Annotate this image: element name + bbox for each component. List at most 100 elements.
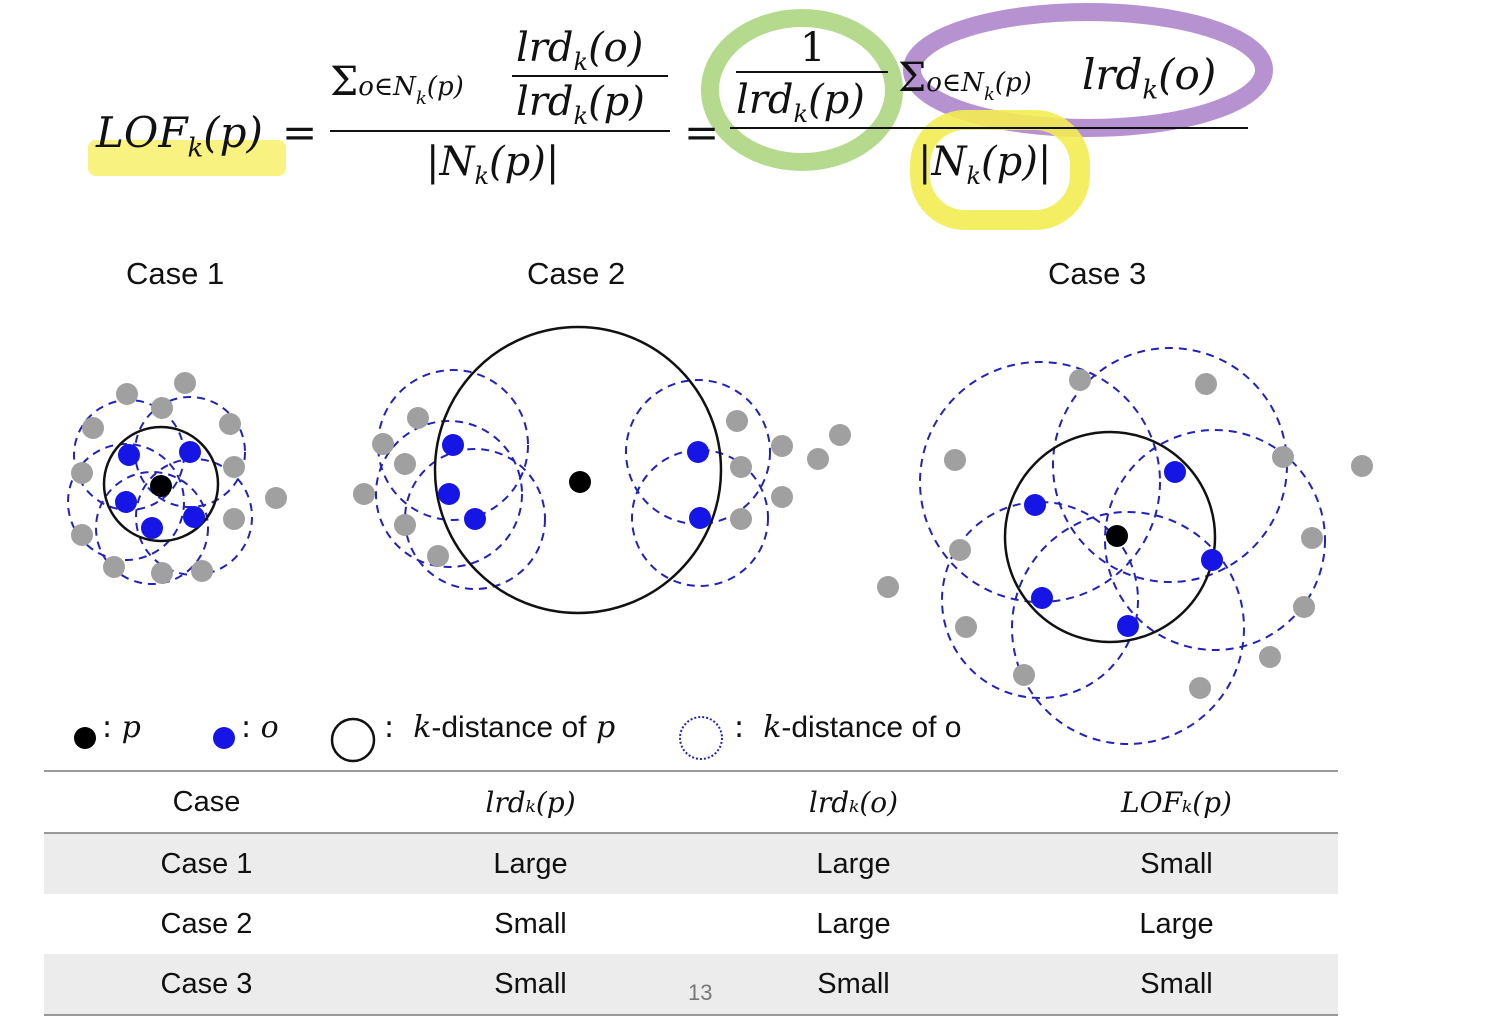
case1-p-point (150, 475, 172, 497)
case1-other-point (71, 524, 93, 546)
case2-other-point (807, 448, 829, 470)
table-row: Case 1 Large Large Small (44, 833, 1338, 894)
header-lrd-o: lrdₖ(o) (808, 785, 899, 819)
case3-other-point (1195, 373, 1217, 395)
case1-title: Case 1 (126, 256, 225, 291)
table-row: Case 3 Small Small Small (44, 954, 1338, 1015)
formula-lrd-o-2: lrdk(o) (1082, 50, 1217, 106)
table-row: Case 2 Small Large Large (44, 894, 1338, 954)
cell-lof-p: Small (1140, 967, 1213, 1000)
case1-other-point (223, 508, 245, 530)
case2-kdist-o-circle (377, 369, 529, 521)
lof-cases-diagram (67, 325, 1373, 745)
case3-other-point (944, 449, 966, 471)
cell-lof-p: Small (1140, 847, 1213, 880)
case3-other-point (1301, 527, 1323, 549)
case1-other-point (265, 487, 287, 509)
case3-other-point (1272, 446, 1294, 468)
case2-other-point (771, 435, 793, 457)
case2-other-point (427, 545, 449, 567)
formula-equals-1: = (282, 108, 318, 157)
case3-title: Case 3 (1048, 256, 1147, 291)
lof-formula: LOFk(p) = Σo∈Nk(p) lrdk(o) lrdk(p) |Nk(p… (0, 0, 1490, 240)
case3-o-point (1031, 587, 1053, 609)
legend-kdist-p-circle (330, 717, 376, 763)
case2-o-point (442, 434, 464, 456)
case1-other-point (151, 397, 173, 419)
case2-o-point (687, 441, 709, 463)
formula-one: 1 (800, 25, 826, 71)
lof-comparison-table: Case lrdₖ(p) lrdₖ(o) LOFₖ(p) Case 1 Larg… (44, 770, 1338, 1016)
highlight-yellow-box (910, 110, 1090, 230)
legend-p-dot (74, 727, 96, 749)
formula-sum-2: Σo∈Nk(p) (898, 55, 1032, 105)
case3-kdist-o-circle (1011, 511, 1245, 745)
formula-sum-1: Σo∈Nk(p) (330, 59, 464, 109)
formula-lrd-p-1: lrdk(p) (516, 79, 645, 130)
legend-symbols (74, 716, 723, 763)
case2-other-point (726, 410, 748, 432)
formula-abs-n-2: |Nk(p)| (918, 139, 1052, 190)
case1-other-point (103, 556, 125, 578)
formula-lof: LOFk(p) (96, 108, 263, 164)
case2-other-point (353, 483, 375, 505)
case2-kdist-p-circle (433, 325, 723, 615)
cell-lof-p: Large (1139, 907, 1214, 940)
case3-p-point (1106, 525, 1128, 547)
formula-abs-n-1: |Nk(p)| (426, 139, 560, 190)
cell-lrd-p: Large (493, 847, 568, 880)
cell-lrd-o: Large (816, 907, 891, 940)
case3-kdist-o-circle (919, 361, 1161, 603)
case1-other-point (82, 417, 104, 439)
case1-other-point (116, 383, 138, 405)
case3-other-point (949, 539, 971, 561)
case3-o-point (1201, 549, 1223, 571)
formula-equals-2: = (684, 108, 720, 157)
case3-kdist-o-circle (1104, 429, 1326, 651)
case1-o-point (118, 444, 140, 466)
case2-other-point (829, 424, 851, 446)
case3-kdist-o-circle (941, 501, 1139, 699)
case1-other-point (71, 462, 93, 484)
case1-kdist-o-circle (67, 443, 185, 561)
case1-kdist-p-circle (102, 425, 220, 543)
case1-o-point (115, 491, 137, 513)
case3-o-point (1164, 461, 1186, 483)
case3-o-point (1024, 494, 1046, 516)
case1-other-point (223, 456, 245, 478)
case2-other-point (372, 433, 394, 455)
case3-diagram (877, 347, 1373, 745)
cell-case: Case 1 (160, 847, 253, 880)
legend-kdist-o-circle (679, 716, 723, 760)
table-header-row: Case lrdₖ(p) lrdₖ(o) LOFₖ(p) (44, 771, 1338, 833)
case3-other-point (1351, 455, 1373, 477)
case1-o-point (179, 441, 201, 463)
case3-o-point (1117, 615, 1139, 637)
cell-lrd-o: Small (817, 967, 890, 1000)
cell-lrd-p: Small (494, 907, 567, 940)
header-lof-p: LOFₖ(p) (1121, 785, 1232, 819)
case2-other-point (394, 453, 416, 475)
case3-other-point (1189, 677, 1211, 699)
case1-o-point (141, 517, 163, 539)
legend-p-label: : p (102, 710, 141, 745)
case3-kdist-p-circle (1003, 430, 1217, 644)
case1-other-point (174, 372, 196, 394)
legend-o-label: : o (241, 710, 279, 745)
case1-other-point (219, 413, 241, 435)
legend-kdist-p-label: : k-distance of p (384, 710, 616, 745)
case3-other-point (955, 616, 977, 638)
case2-title: Case 2 (527, 256, 626, 291)
case2-p-point (569, 471, 591, 493)
highlight-green-ring (701, 9, 903, 171)
cell-lrd-o: Large (816, 847, 891, 880)
cell-case: Case 3 (160, 967, 253, 1000)
case2-diagram (353, 325, 851, 615)
case3-other-point (1293, 596, 1315, 618)
diagram-legend: : p : o : k-distance of p : k-distance o… (60, 710, 1060, 770)
case3-other-point (1013, 664, 1035, 686)
case2-other-point (407, 407, 429, 429)
case2-other-point (730, 456, 752, 478)
case3-other-point (877, 576, 899, 598)
legend-kdist-o-label: : k-distance of o (734, 710, 962, 745)
